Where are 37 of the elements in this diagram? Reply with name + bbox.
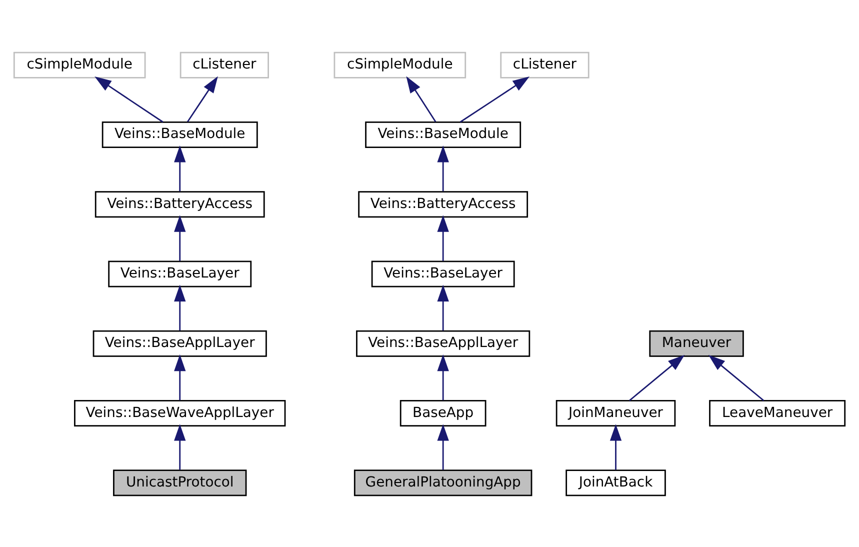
arrow xyxy=(610,424,622,470)
node-box: cSimpleModule xyxy=(13,51,146,78)
node-box: Veins::BaseLayer xyxy=(371,260,515,287)
node-box: Maneuver xyxy=(649,330,744,356)
node-box: JoinAtBack xyxy=(566,469,666,496)
node-box: Veins::BaseModule xyxy=(365,121,522,148)
node-box: cSimpleModule xyxy=(334,51,466,78)
node-box: LeaveManeuver xyxy=(709,400,846,426)
arrow xyxy=(187,76,218,122)
node-box: Veins::BatteryAccess xyxy=(94,190,265,218)
node-box: JoinManeuver xyxy=(556,400,676,426)
node-box: GeneralPlatooningApp xyxy=(354,469,532,496)
arrow xyxy=(708,354,764,401)
arrow xyxy=(174,354,186,400)
arrow xyxy=(174,145,186,191)
arrow xyxy=(174,214,186,260)
arrow xyxy=(437,424,449,470)
node-box: Veins::BaseApplLayer xyxy=(92,330,267,356)
arrow xyxy=(629,354,685,401)
arrow xyxy=(174,424,186,470)
node-box: Veins::BatteryAccess xyxy=(358,190,528,218)
node-box: BaseApp xyxy=(400,400,486,426)
arrow xyxy=(437,214,449,260)
node-box: Veins::BaseWaveApplLayer xyxy=(74,400,286,426)
arrow xyxy=(437,354,449,400)
arrow xyxy=(406,76,436,122)
node-box: Veins::BaseLayer xyxy=(108,260,252,287)
arrow xyxy=(437,284,449,330)
node-box: Veins::BaseModule xyxy=(102,121,258,148)
node-box: cListener xyxy=(180,51,269,78)
node-box: UnicastProtocol xyxy=(113,469,247,496)
arrow xyxy=(460,76,530,122)
node-box: cListener xyxy=(500,51,590,78)
node-box: Veins::BaseApplLayer xyxy=(356,330,530,356)
arrow xyxy=(94,76,164,122)
arrow xyxy=(437,145,449,191)
arrow xyxy=(174,284,186,330)
